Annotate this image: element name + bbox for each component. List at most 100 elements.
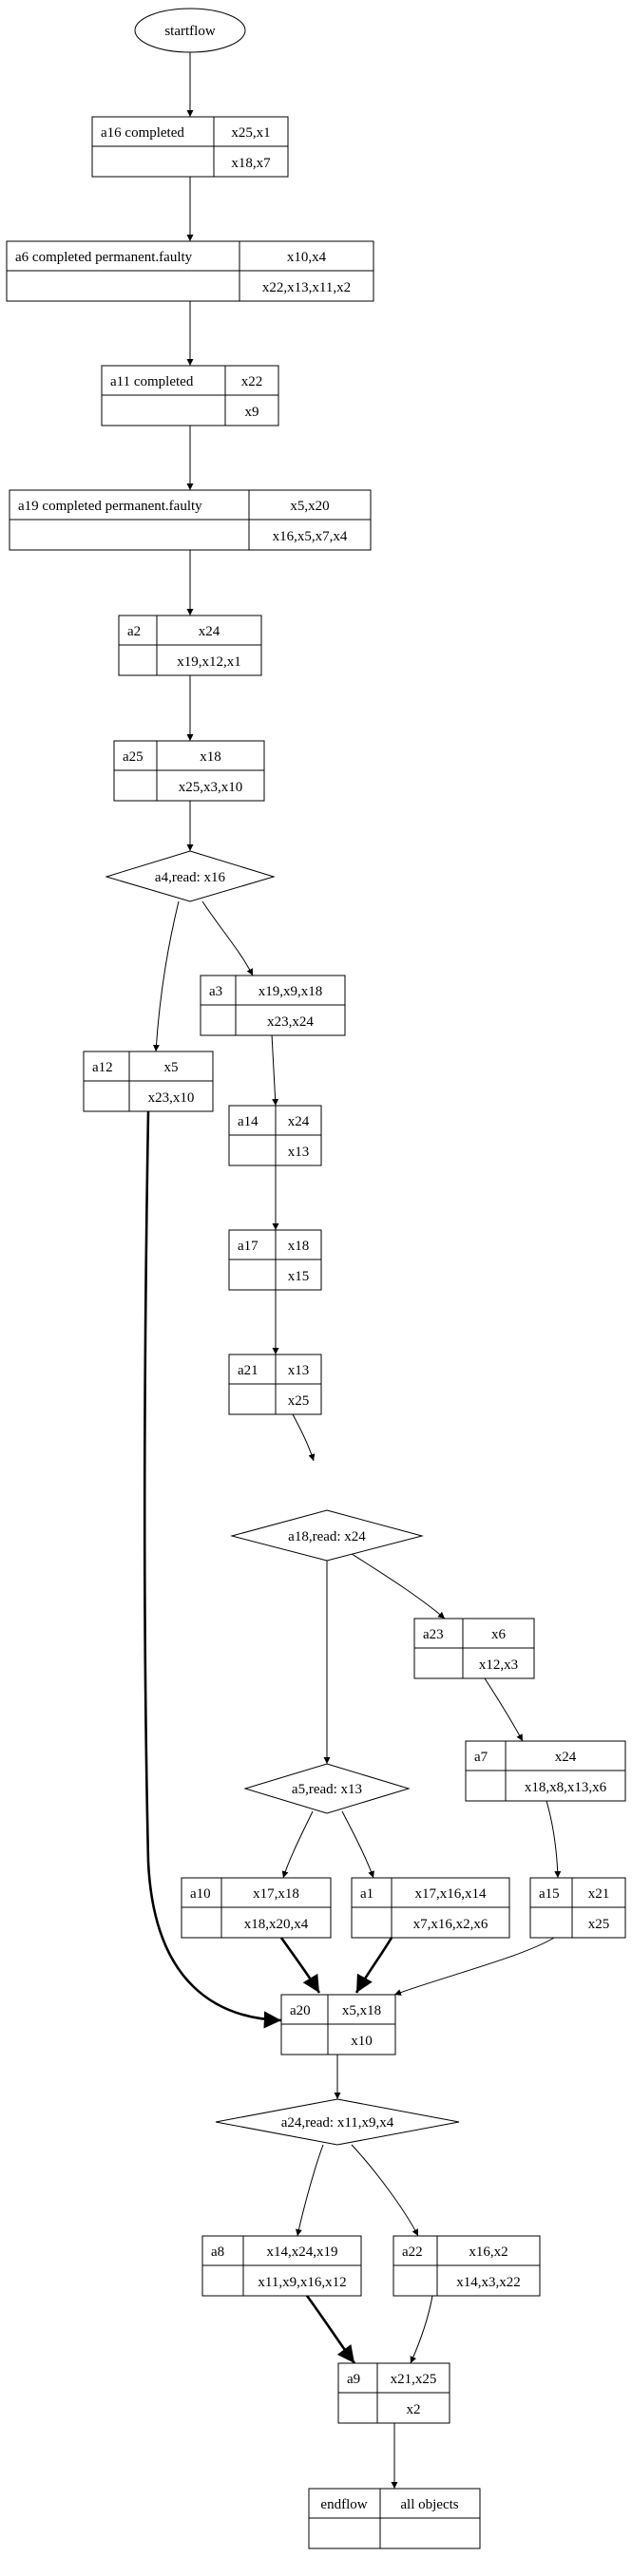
decision-a4: a4,read: x16 (105, 850, 276, 902)
node-a7-label: a7 (474, 1750, 488, 1765)
node-a17-read: x15 (288, 1269, 310, 1284)
node-a21-written: x13 (288, 1363, 310, 1378)
edge-a18-a23 (348, 1551, 446, 1619)
node-a12-read: x23,x10 (148, 1090, 195, 1106)
node-a10-written: x17,x18 (253, 1886, 299, 1902)
node-a3-label: a3 (209, 984, 222, 999)
node-a15-read: x25 (588, 1917, 610, 1932)
node-a8-label: a8 (211, 2245, 224, 2260)
edge-a24-a8 (296, 2144, 324, 2237)
decision-a5: a5,read: x13 (243, 1763, 411, 1814)
node-a17-written: x18 (288, 1239, 310, 1254)
node-a9-written: x21,x25 (391, 2372, 437, 2387)
node-a22-written: x16,x2 (469, 2245, 508, 2260)
node-a17: a17 x18 x15 (228, 1229, 322, 1291)
node-a19: a19 completed permanent.faulty x5,x20 x16,… (9, 489, 372, 551)
node-a3-written: x19,x9,x18 (259, 984, 323, 999)
node-a20-written: x5,x18 (342, 2003, 381, 2018)
node-a2-written: x24 (199, 624, 220, 639)
node-a10-label: a10 (190, 1886, 211, 1902)
node-a14-label: a14 (238, 1114, 259, 1129)
node-a20: a20 x5,x18 x10 (280, 1994, 396, 2055)
edge-a8-a9 (305, 2295, 356, 2364)
edges (152, 52, 562, 2489)
start-label: startflow (164, 24, 215, 39)
node-a7: a7 x24 x18,x8,x13,x6 (465, 1740, 626, 1802)
activity-nodes: a16 completed x25,x1 x18,x7 a6 completed pe… (6, 116, 626, 2424)
node-a23-label: a23 (423, 1627, 444, 1642)
node-a16-label: a16 completed (101, 125, 184, 141)
start-node: startflow (134, 8, 246, 53)
node-a20-read: x10 (351, 2034, 373, 2049)
edge-a1-a20 (354, 1937, 393, 1994)
node-a11-label: a11 completed (110, 374, 194, 389)
node-a16: a16 completed x25,x1 x18,x7 (91, 116, 289, 178)
node-a15-written: x21 (588, 1886, 610, 1902)
edge-a4-a3 (201, 900, 254, 976)
node-a6-written: x10,x4 (287, 250, 327, 265)
node-a15: a15 x21 x25 (529, 1877, 626, 1939)
node-a6-read: x22,x13,x11,x2 (262, 280, 351, 295)
node-a25: a25 x18 x25,x3,x10 (113, 740, 265, 802)
node-a11: a11 completed x22 x9 (101, 365, 279, 426)
node-a23-read: x12,x3 (479, 1657, 518, 1673)
node-a25-read: x25,x3,x10 (179, 780, 243, 795)
node-a14-read: x13 (288, 1145, 310, 1160)
node-a6-label: a6 completed permanent.faulty (15, 250, 193, 265)
edge-a10-a20 (279, 1937, 321, 1994)
node-a16-read: x18,x7 (231, 156, 271, 171)
edge-a5-a10 (281, 1810, 314, 1879)
node-a3-read: x23,x24 (267, 1014, 314, 1030)
end-label: endflow (320, 2497, 367, 2512)
node-a11-read: x9 (245, 405, 259, 420)
edge-a15-a20 (393, 1937, 555, 1996)
node-a6: a6 completed permanent.faulty x10,x4 x22,x… (6, 240, 374, 302)
node-a20-label: a20 (290, 2003, 311, 2018)
edge-a22-a9 (410, 2295, 433, 2364)
decision-a24: a24,read: x11,x9,x4 (215, 2098, 460, 2146)
node-a19-label: a19 completed permanent.faulty (18, 499, 202, 514)
edge-a4-a12 (152, 900, 180, 1052)
node-a22-label: a22 (402, 2245, 423, 2260)
node-a25-written: x18 (200, 749, 221, 765)
node-a25-label: a25 (123, 749, 144, 765)
node-a11-written: x22 (241, 374, 263, 389)
bold-edges (143, 1110, 393, 2364)
node-a2: a2 x24 x19,x12,x1 (118, 615, 262, 676)
node-a2-label: a2 (127, 624, 141, 639)
node-a16-written: x25,x1 (231, 125, 270, 141)
node-a19-read: x16,x5,x7,x4 (273, 529, 348, 544)
edge-a5-a1 (341, 1810, 374, 1879)
node-a21-label: a21 (238, 1363, 259, 1378)
edge-a23-a7 (484, 1677, 524, 1742)
node-a22-read: x14,x3,x22 (456, 2275, 521, 2290)
decision-a18: a18,read: x24 (230, 1509, 424, 1562)
node-a17-label: a17 (238, 1239, 259, 1254)
edge-a7-a15 (546, 1800, 562, 1879)
node-a12-written: x5 (164, 1060, 179, 1075)
edge-a3-a14 (271, 1033, 279, 1107)
edge-a21-a18 (292, 1413, 316, 1462)
node-a9-read: x2 (407, 2402, 421, 2417)
node-a7-read: x18,x8,x13,x6 (525, 1780, 607, 1795)
node-a15-label: a15 (539, 1886, 560, 1902)
node-a1-read: x7,x16,x2,x6 (413, 1917, 488, 1932)
node-a19-written: x5,x20 (290, 499, 329, 514)
decision-a5-label: a5,read: x13 (292, 1782, 362, 1797)
node-a8-read: x11,x9,x16,x12 (258, 2275, 346, 2290)
end-written: all objects (400, 2497, 458, 2512)
decision-a24-label: a24,read: x11,x9,x4 (281, 2115, 394, 2131)
node-a2-read: x19,x12,x1 (177, 654, 241, 670)
node-a1-written: x17,x16,x14 (415, 1886, 488, 1902)
node-a7-written: x24 (555, 1750, 577, 1765)
node-a22: a22 x16,x2 x14,x3,x22 (393, 2235, 541, 2297)
